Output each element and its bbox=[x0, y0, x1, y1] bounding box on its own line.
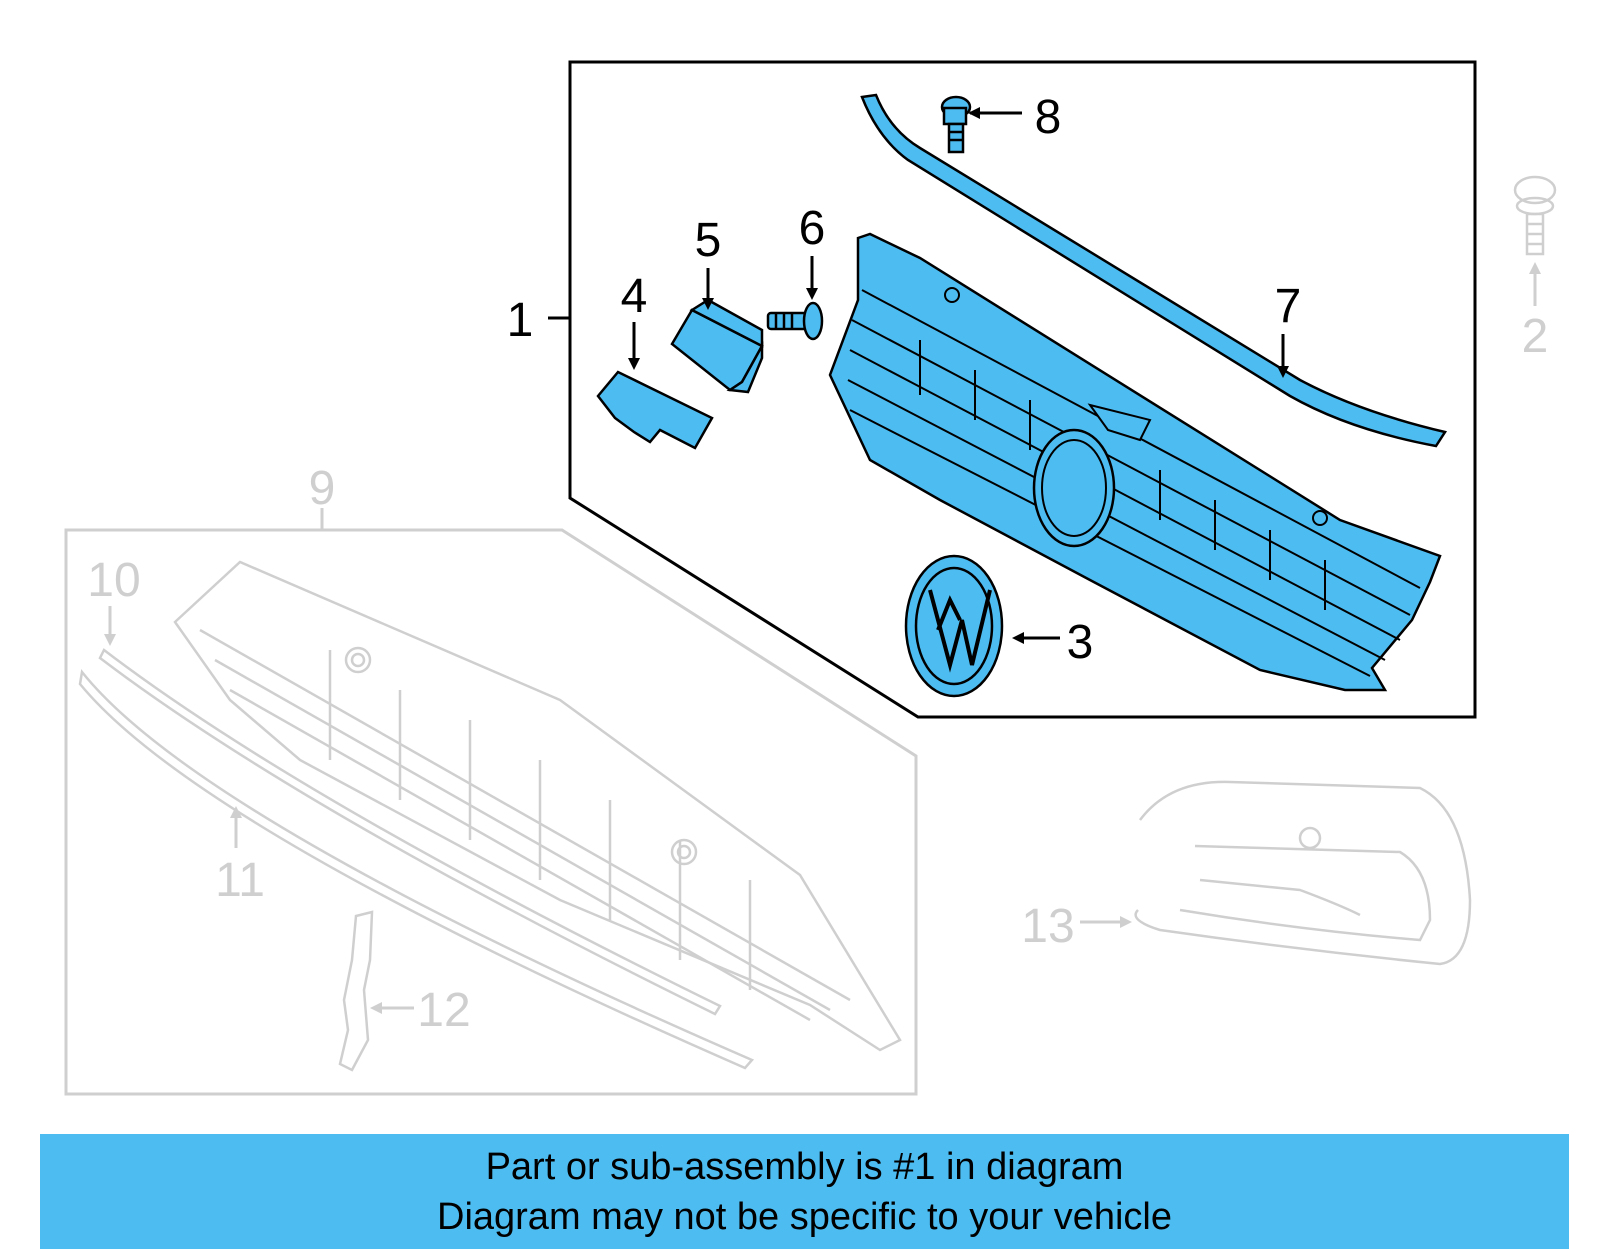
callout-6: 6 bbox=[799, 202, 826, 255]
part-2-bolt bbox=[1513, 175, 1557, 256]
part-8-clip bbox=[940, 95, 972, 154]
callout-12: 12 bbox=[417, 984, 470, 1037]
callout-10: 10 bbox=[87, 554, 140, 607]
callout-2: 2 bbox=[1522, 310, 1549, 363]
callout-7: 7 bbox=[1275, 280, 1302, 333]
assembly-9-frame bbox=[64, 528, 918, 1096]
banner-line-1: Part or sub-assembly is #1 in diagram bbox=[485, 1146, 1124, 1188]
part-4-plate bbox=[596, 370, 714, 450]
part-6-screw bbox=[766, 301, 824, 341]
assembly-1-frame bbox=[568, 60, 1477, 719]
part-11-strip bbox=[78, 669, 755, 1070]
callout-4: 4 bbox=[621, 270, 648, 323]
callout-3: 3 bbox=[1067, 616, 1094, 669]
part-10-strip bbox=[98, 648, 722, 1016]
callout-1: 1 bbox=[507, 294, 534, 347]
part-5-bracket bbox=[670, 298, 764, 394]
part-3-emblem bbox=[904, 554, 1004, 698]
part-13-cover bbox=[1134, 780, 1472, 966]
lower-grille bbox=[173, 560, 902, 1052]
callout-11: 11 bbox=[215, 854, 265, 907]
callout-9: 9 bbox=[309, 462, 336, 515]
callout-5: 5 bbox=[695, 214, 722, 267]
callout-8: 8 bbox=[1035, 91, 1062, 144]
part-7-trim-strip bbox=[860, 93, 1448, 448]
info-banner: Part or sub-assembly is #1 in diagram Di… bbox=[40, 1134, 1569, 1249]
callout-13: 13 bbox=[1021, 900, 1074, 953]
main-grille bbox=[828, 232, 1442, 692]
banner-line-2: Diagram may not be specific to your vehi… bbox=[437, 1196, 1172, 1238]
part-12-bracket bbox=[338, 910, 374, 1072]
